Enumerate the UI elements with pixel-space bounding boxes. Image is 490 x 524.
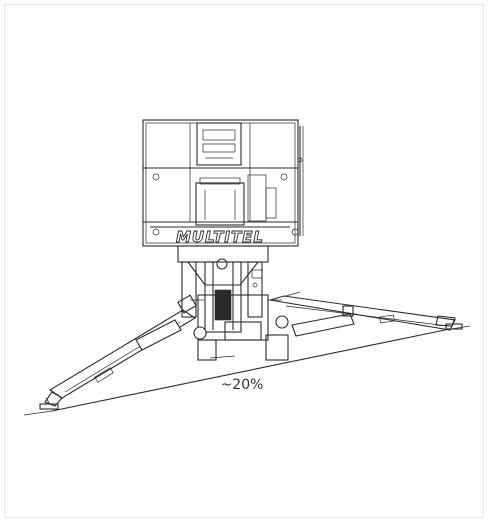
right-outrigger xyxy=(269,291,463,337)
ground-lines xyxy=(23,325,471,416)
work-platform xyxy=(142,119,304,247)
left-outrigger xyxy=(39,294,197,410)
slope-label: ~20% xyxy=(221,377,264,393)
chassis xyxy=(190,294,289,361)
mast xyxy=(177,245,269,333)
diagram-frame xyxy=(4,4,484,518)
brand-label: MULTITEL xyxy=(176,228,264,246)
